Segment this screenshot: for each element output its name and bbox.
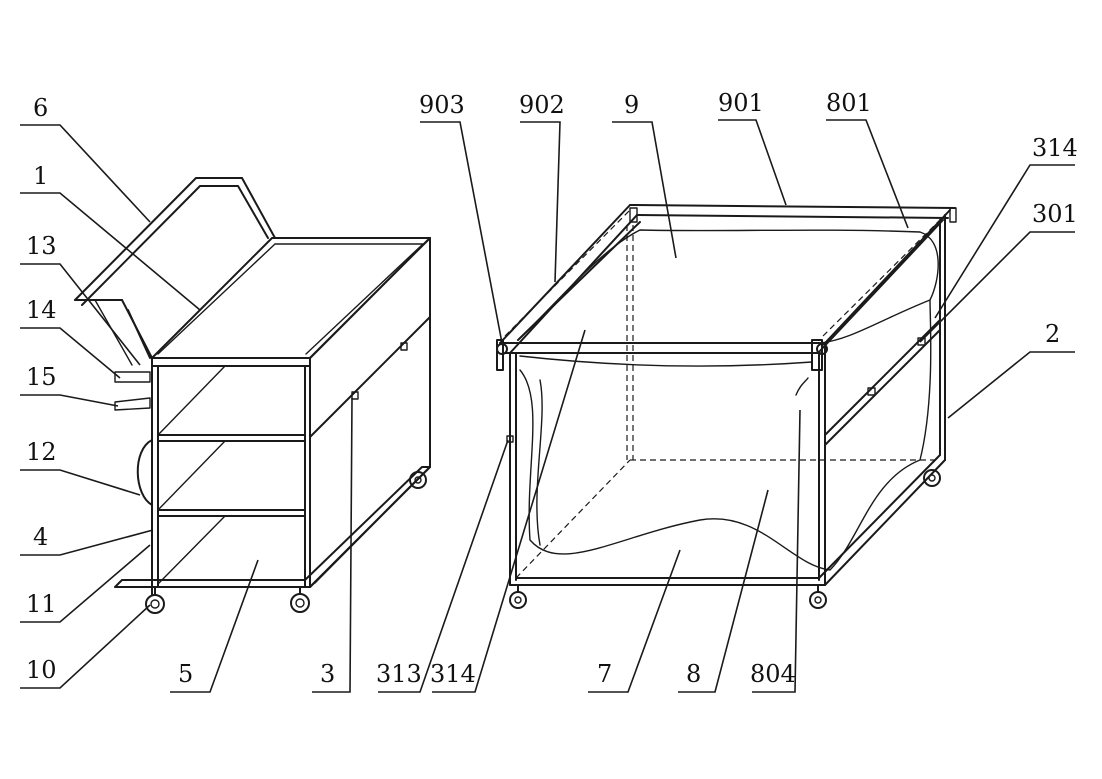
label-1: 1 <box>33 162 48 190</box>
label-804: 804 <box>750 660 796 688</box>
label-12: 12 <box>26 438 57 466</box>
label-901: 901 <box>718 89 764 117</box>
label-301: 301 <box>1032 200 1078 228</box>
left-cart <box>74 177 431 614</box>
label-314-bottom: 314 <box>430 660 476 688</box>
label-14: 14 <box>26 296 57 324</box>
label-3: 3 <box>320 660 335 688</box>
label-903: 903 <box>419 91 465 119</box>
label-9: 9 <box>624 91 639 119</box>
label-8: 8 <box>686 660 701 688</box>
label-801: 801 <box>826 89 872 117</box>
label-6: 6 <box>33 94 48 122</box>
label-4: 4 <box>33 523 48 551</box>
label-13: 13 <box>26 232 57 260</box>
label-15: 15 <box>26 363 57 391</box>
label-7: 7 <box>597 660 612 688</box>
label-5: 5 <box>178 660 193 688</box>
label-2: 2 <box>1045 320 1060 348</box>
right-unit <box>496 204 957 609</box>
leader-lines <box>20 119 1075 693</box>
label-313: 313 <box>376 660 422 688</box>
label-902: 902 <box>519 91 565 119</box>
label-314-top: 314 <box>1032 134 1078 162</box>
label-11: 11 <box>26 590 57 618</box>
reference-labels: 6 1 13 14 15 12 4 11 10 5 3 313 314 7 8 … <box>26 89 1078 688</box>
label-10: 10 <box>26 656 57 684</box>
